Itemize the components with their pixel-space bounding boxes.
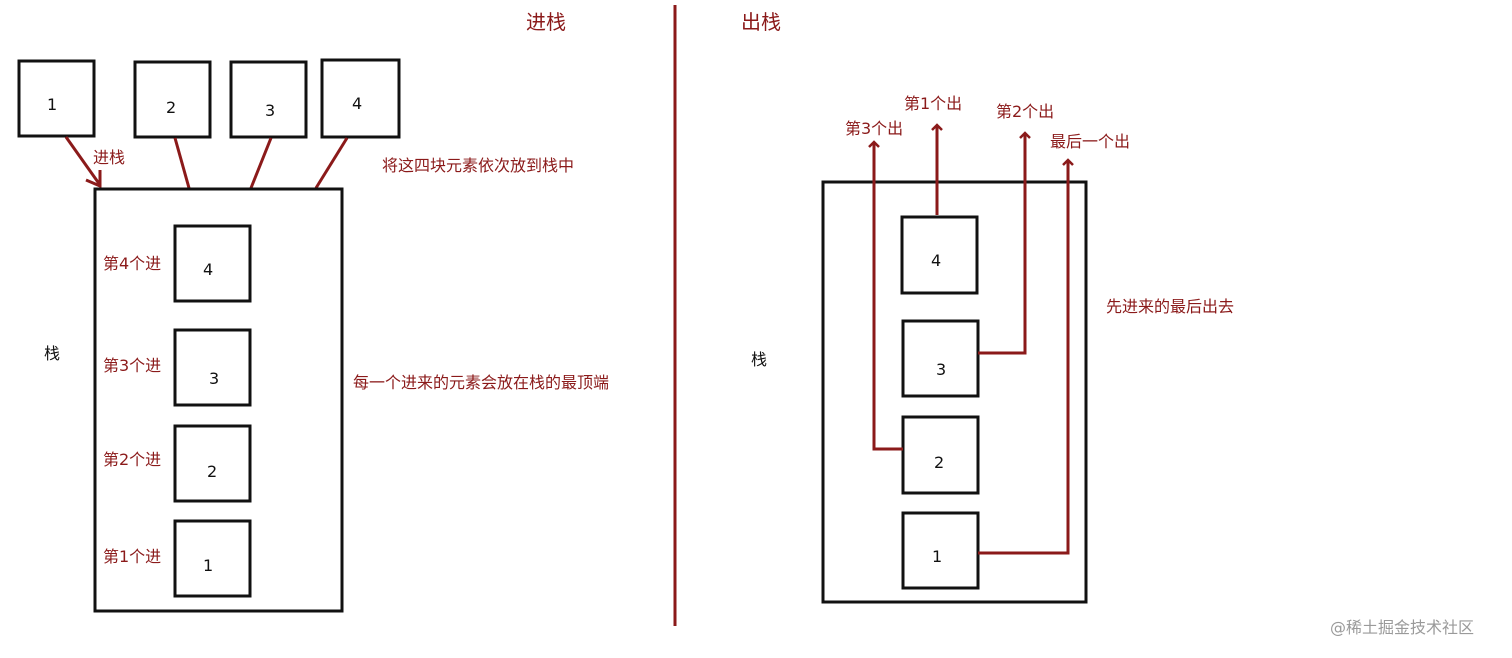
push-order-label-1: 第1个进 (103, 547, 162, 566)
pop-stack-label: 栈 (751, 350, 768, 369)
pop-arrow-third (868, 140, 903, 451)
pop-stack-number-2: 2 (934, 453, 945, 472)
watermark: @稀土掘金技术社区 (1330, 618, 1475, 637)
incoming-box-4 (320, 58, 401, 139)
pop-label-last: 最后一个出 (1050, 132, 1131, 151)
push-stack-box-3 (173, 328, 252, 407)
pop-arrow-second (978, 131, 1031, 355)
push-arrowhead (85, 170, 102, 189)
pop-label-second: 第2个出 (996, 102, 1055, 121)
push-stack-number-3: 3 (209, 369, 220, 388)
pop-note: 先进来的最后出去 (1106, 297, 1235, 316)
pop-stack-box-4 (900, 215, 979, 295)
incoming-box-1 (17, 59, 96, 138)
push-order-label-4: 第4个进 (103, 254, 162, 273)
push-arrow-label: 进栈 (93, 148, 126, 167)
push-arrow-4 (314, 137, 349, 189)
push-stack-box-1 (173, 519, 252, 598)
incoming-number-1: 1 (47, 95, 58, 114)
push-order-label-2: 第2个进 (103, 450, 162, 469)
push-stack-number-1: 1 (203, 556, 214, 575)
push-arrow-2 (173, 137, 191, 189)
pop-stack-number-3: 3 (936, 360, 947, 379)
pop-stack-container (821, 180, 1088, 604)
pop-title: 出栈 (741, 10, 781, 34)
pop-label-first: 第1个出 (904, 94, 963, 113)
push-stack-box-4 (173, 224, 252, 303)
pop-stack-number-4: 4 (931, 251, 942, 270)
push-title: 进栈 (526, 10, 566, 34)
pop-arrow-last (978, 158, 1074, 555)
pop-stack-box-3 (901, 319, 980, 398)
pop-label-third: 第3个出 (845, 119, 904, 138)
push-stack-box-2 (173, 424, 252, 503)
incoming-box-3 (229, 60, 308, 139)
push-stack-label: 栈 (44, 344, 61, 363)
incoming-box-2 (133, 60, 212, 139)
push-note-side: 每一个进来的元素会放在栈的最顶端 (353, 373, 610, 392)
push-arrow-1 (64, 136, 102, 186)
push-stack-number-2: 2 (207, 462, 218, 481)
pop-stack-box-1 (901, 511, 980, 590)
incoming-number-3: 3 (265, 101, 276, 120)
pop-stack-box-2 (901, 415, 980, 495)
push-order-label-3: 第3个进 (103, 356, 162, 375)
push-stack-container (93, 187, 344, 613)
push-note-top: 将这四块元素依次放到栈中 (382, 156, 575, 175)
pop-stack-number-1: 1 (932, 547, 943, 566)
incoming-number-2: 2 (166, 98, 177, 117)
push-stack-number-4: 4 (203, 260, 214, 279)
incoming-number-4: 4 (352, 94, 363, 113)
push-arrow-3 (249, 137, 273, 189)
